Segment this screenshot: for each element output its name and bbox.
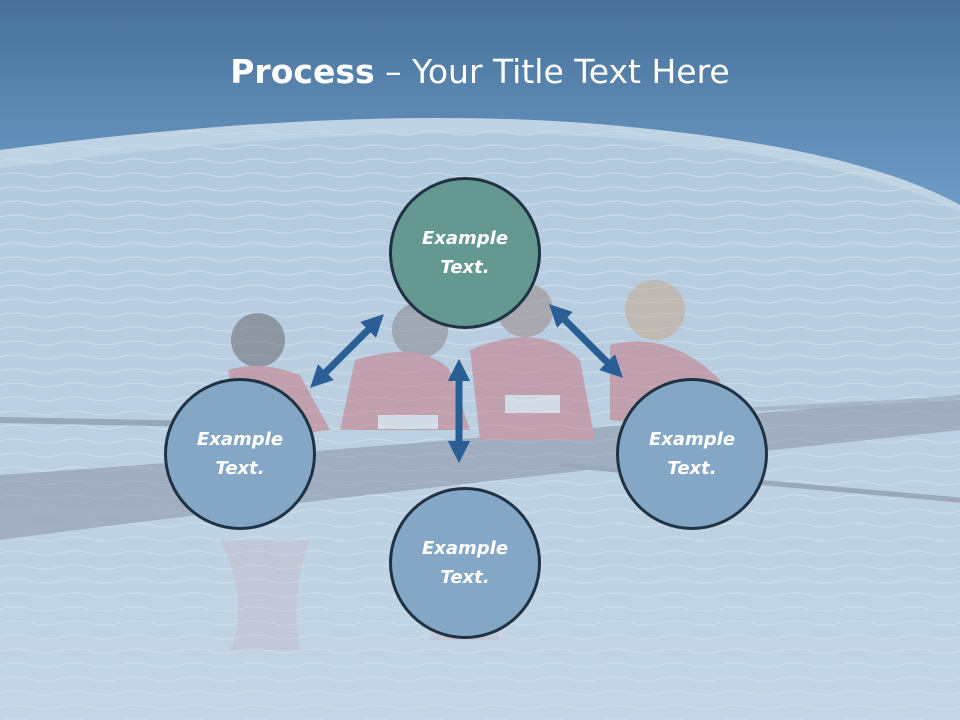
process-node-bottom: Example Text. <box>389 487 541 639</box>
node-bottom-line2: Text. <box>440 567 490 588</box>
process-node-left: Example Text. <box>164 378 316 530</box>
node-right-line2: Text. <box>667 458 717 479</box>
node-left-line2: Text. <box>215 458 265 479</box>
title-bold: Process <box>230 52 375 91</box>
node-bottom-line1: Example <box>421 538 509 559</box>
node-right-line1: Example <box>648 429 736 450</box>
slide-title: Process – Your Title Text Here <box>0 52 960 91</box>
node-top-line1: Example <box>421 228 509 249</box>
node-top-line2: Text. <box>440 257 490 278</box>
process-node-top: Example Text. <box>389 177 541 329</box>
process-node-right: Example Text. <box>616 378 768 530</box>
node-left-line1: Example <box>196 429 284 450</box>
arrow-left-top <box>310 314 384 388</box>
arrow-top-right <box>549 304 623 378</box>
title-rest: – Your Title Text Here <box>374 52 730 91</box>
